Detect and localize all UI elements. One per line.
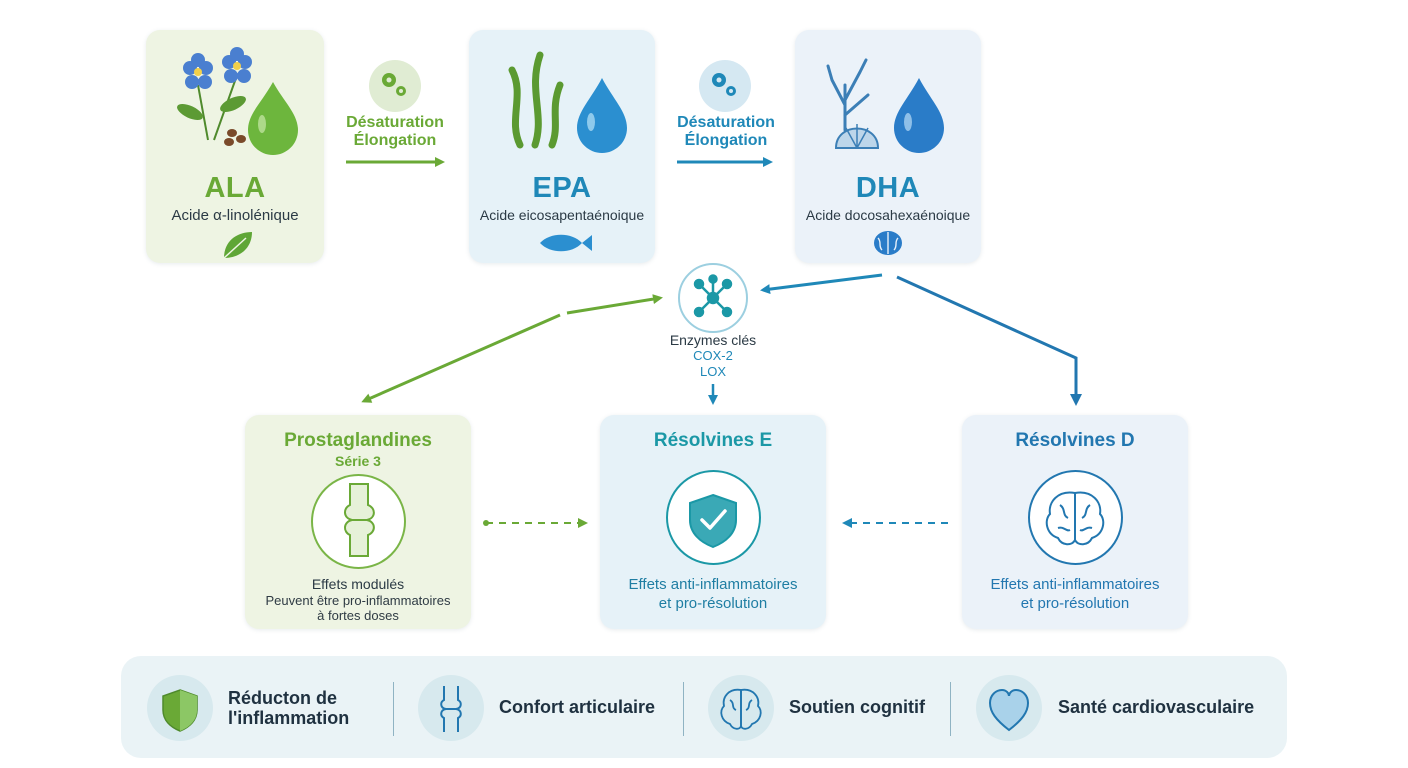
divider xyxy=(950,682,951,736)
step2-line2: Élongation xyxy=(684,132,768,149)
enzyme-lox: LOX xyxy=(699,364,726,379)
step1-line2: Élongation xyxy=(353,132,437,149)
oil-drop-icon xyxy=(577,78,627,153)
prostaglandins-effect-line1: Peuvent être pro-inflammatoires xyxy=(265,593,451,608)
benefit-inflammation-line1: Réducton de xyxy=(228,688,338,708)
brain-icon xyxy=(1045,491,1105,546)
benefit-cardio: Santé cardiovasculaire xyxy=(1058,697,1255,717)
flax-flower-icon xyxy=(177,47,252,146)
shield-icon xyxy=(162,689,198,732)
resolvins-d-effect-line1: Effets anti-inflammatoires xyxy=(990,576,1160,593)
gear-icon xyxy=(712,73,736,96)
ala-abbr: ALA xyxy=(204,172,266,204)
divider xyxy=(683,682,684,736)
oil-drop-icon xyxy=(894,78,944,153)
resolvins-e-title: Résolvines E xyxy=(653,430,773,451)
benefits-bar xyxy=(121,656,1287,758)
dha-card xyxy=(795,30,981,263)
dha-to-enzymes-arrow xyxy=(760,273,883,295)
resolvins-d-title: Résolvines D xyxy=(1015,430,1135,451)
gear-icon xyxy=(369,60,421,112)
prostaglandins-title: Prostaglandines xyxy=(284,430,432,451)
heart-icon xyxy=(988,688,1030,732)
dha-name: Acide docosahexaénoique xyxy=(805,207,971,223)
brain-icon xyxy=(874,231,902,255)
gear-icon xyxy=(382,73,406,96)
coral-icon xyxy=(826,58,870,132)
joint-icon xyxy=(344,483,375,557)
enzyme-cox: COX-2 xyxy=(693,348,733,363)
brain-icon xyxy=(720,688,762,730)
prostaglandins-effect-line2: à fortes doses xyxy=(317,608,399,623)
resolvins-d-effect-line2: et pro-résolution xyxy=(1020,595,1130,612)
step1-line1: Désaturation xyxy=(346,114,444,131)
oil-drop-icon xyxy=(248,82,298,155)
dha-to-resolvins-d-arrow xyxy=(896,275,1082,406)
dha-abbr: DHA xyxy=(855,172,921,204)
prostaglandins-subtitle: Série 3 xyxy=(335,453,381,469)
benefit-cognitive: Soutien cognitif xyxy=(789,697,925,717)
epa-name: Acide eicosapentaénoique xyxy=(479,207,645,223)
prostaglandins-effect-title: Effets modulés xyxy=(311,576,405,592)
epa-card xyxy=(469,30,655,263)
benefit-inflammation-line2: l'inflammation xyxy=(228,708,350,728)
to-prostaglandins-arrow xyxy=(361,313,561,403)
enzymes-title: Enzymes clés xyxy=(669,332,757,348)
molecule-icon xyxy=(693,274,733,318)
shield-check-icon xyxy=(689,493,737,549)
fish-icon xyxy=(540,234,592,252)
joint-icon xyxy=(440,686,462,732)
seaweed-icon xyxy=(508,51,564,149)
resolvins-e-effect-line1: Effets anti-inflammatoires xyxy=(628,576,798,593)
resolvins-e-effect-line2: et pro-résolution xyxy=(658,595,768,612)
to-enzymes-green-arrow xyxy=(566,294,663,315)
gear-icon xyxy=(699,60,751,112)
step2-line1: Désaturation xyxy=(677,114,775,131)
epa-abbr: EPA xyxy=(532,172,592,204)
benefit-joint: Confort articulaire xyxy=(499,697,656,717)
ala-name: Acide α-linolénique xyxy=(171,207,299,224)
divider xyxy=(393,682,394,736)
